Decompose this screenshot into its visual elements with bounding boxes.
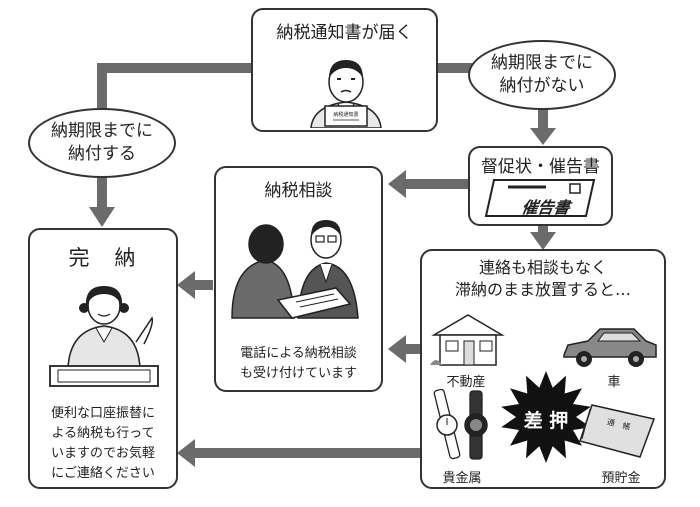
seizure-label: 差 押	[523, 410, 569, 432]
completion-title: 完 納	[68, 246, 138, 270]
neglect-title: 連絡も相談もなく 滞納のまま放置すると…	[454, 258, 631, 300]
seizure-starburst	[501, 371, 591, 463]
bankbook-icon: 通 帳	[579, 404, 655, 458]
completion-box: 完 納 便利な口座振替に よる納税も行って いますのでお気軽 にご連絡ください	[28, 228, 178, 489]
connector-neglect-completion	[193, 448, 423, 458]
arrow-consult-to-completion	[177, 271, 195, 299]
connector-reminder-left	[404, 179, 468, 189]
notice-box: 納税通知書が届く 納税通知書	[251, 8, 438, 132]
reminder-card-icon	[484, 179, 596, 217]
reminder-title: 督促状・催告書	[481, 157, 600, 177]
consultation-title: 納税相談	[264, 181, 333, 201]
reminder-card-label: 催告書	[520, 198, 572, 217]
real-estate-label: 不動産	[446, 375, 486, 390]
neglect-box: 連絡も相談もなく 滞納のまま放置すると… 不動産 車 差 押 貴金属 通	[420, 249, 666, 489]
unpaid-by-deadline-bubble: 納期限までに 納付がない	[468, 40, 616, 110]
precious-metals-label: 貴金属	[442, 471, 482, 486]
reminder-box: 督促状・催告書 催告書	[468, 146, 613, 226]
car-label: 車	[607, 375, 621, 390]
paid-by-deadline-bubble: 納期限までに 納付する	[28, 108, 176, 178]
arrow-to-completion	[89, 207, 115, 227]
arrow-to-reminder	[530, 128, 556, 145]
notice-title: 納税通知書が届く	[276, 23, 413, 43]
arrow-to-neglect	[530, 232, 556, 250]
clerk-at-counter-icon	[49, 286, 159, 387]
watches-icon	[433, 389, 488, 460]
person-reading-notice-icon: 納税通知書	[310, 60, 382, 128]
arrow-neglect-to-consultation	[388, 335, 406, 363]
arrow-to-consultation	[388, 170, 406, 198]
house-icon	[430, 314, 505, 366]
notice-card-text: 納税通知書	[333, 111, 358, 118]
connector-neglect-consult	[404, 344, 424, 354]
consultation-box: 納税相談 電話による納税相談 も受け付けています	[214, 166, 383, 392]
consultation-note: 電話による納税相談 も受け付けています	[239, 346, 357, 382]
car-icon	[563, 328, 657, 367]
connector-notice-left	[97, 63, 251, 73]
connector-consult-left	[193, 280, 213, 290]
completion-note: 便利な口座振替に よる納税も行って いますのでお気軽 にご連絡ください	[50, 406, 155, 482]
connector-reminder-down	[538, 224, 548, 236]
savings-label: 預貯金	[601, 471, 641, 486]
consultation-meeting-icon	[231, 220, 359, 319]
arrow-neglect-to-completion	[177, 439, 195, 467]
